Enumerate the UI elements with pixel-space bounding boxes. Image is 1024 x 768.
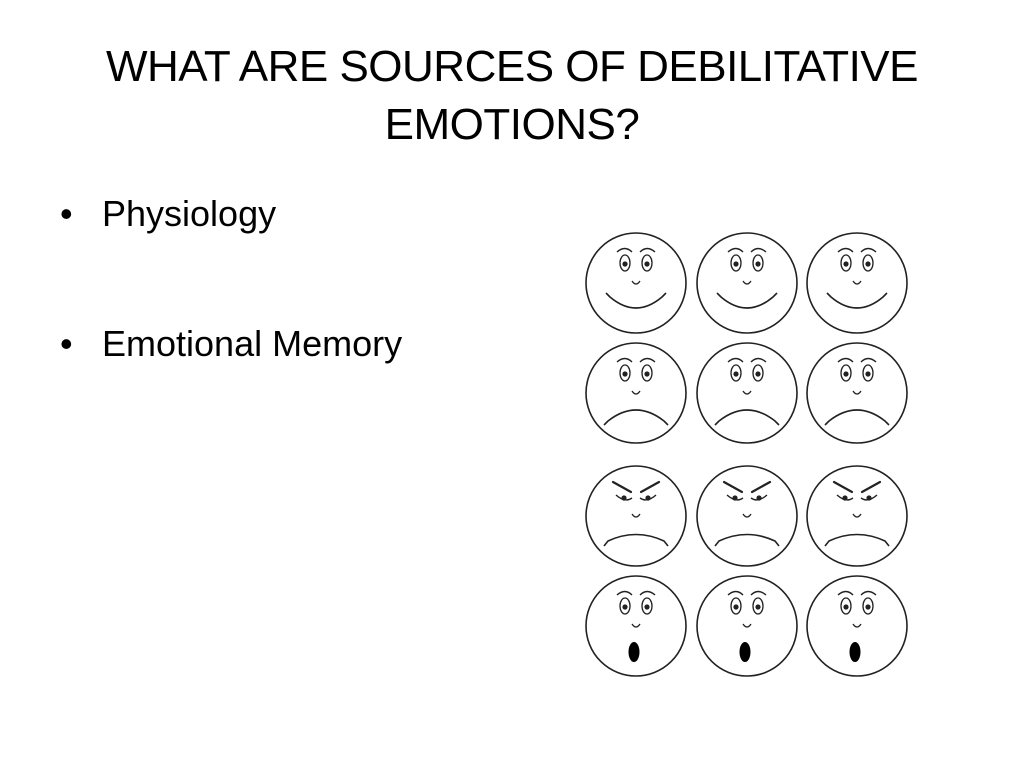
- bullet-list: • Physiology • Emotional Memory: [60, 190, 402, 450]
- face-surprised-icon: [696, 575, 798, 677]
- emotion-faces-illustration: [585, 232, 908, 677]
- bullet-item-emotional-memory: • Emotional Memory: [60, 320, 402, 368]
- face-sad-icon: [806, 342, 908, 444]
- face-surprised-icon: [806, 575, 908, 677]
- face-sad-icon: [696, 342, 798, 444]
- bullet-item-physiology: • Physiology: [60, 190, 402, 238]
- bullet-icon: •: [60, 323, 73, 364]
- face-happy-icon: [696, 232, 798, 334]
- face-angry-icon: [585, 465, 687, 567]
- face-angry-icon: [806, 465, 908, 567]
- face-happy-icon: [806, 232, 908, 334]
- bullet-text: Emotional Memory: [102, 323, 403, 364]
- face-angry-icon: [696, 465, 798, 567]
- bullet-icon: •: [60, 193, 73, 234]
- face-sad-icon: [585, 342, 687, 444]
- slide-title: WHAT ARE SOURCES OF DEBILITATIVE EMOTION…: [106, 42, 919, 149]
- face-happy-icon: [585, 232, 687, 334]
- bullet-text: Physiology: [102, 193, 277, 234]
- face-surprised-icon: [585, 575, 687, 677]
